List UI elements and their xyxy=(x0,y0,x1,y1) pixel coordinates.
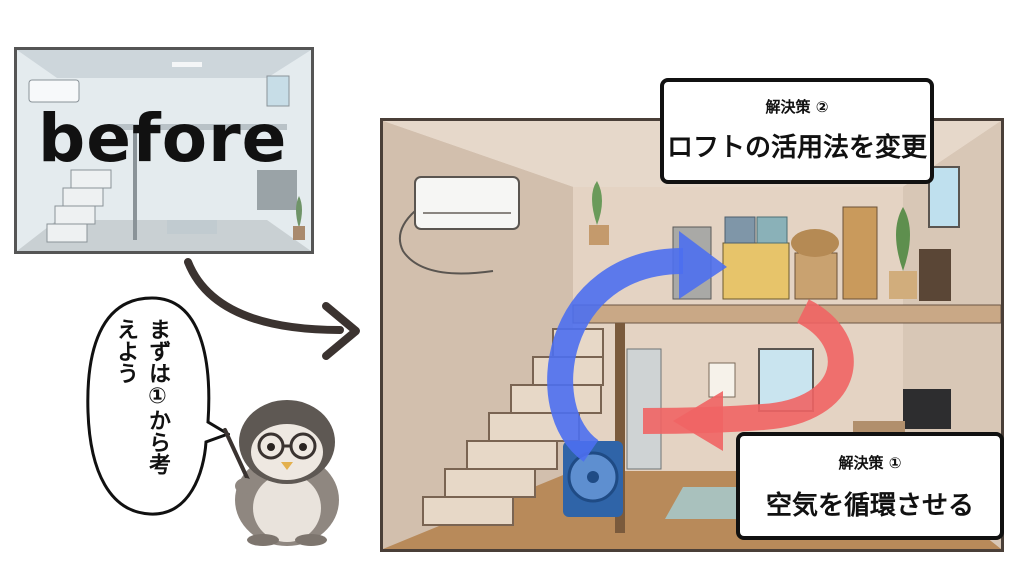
solution-1-number: 解決策 ① xyxy=(838,454,902,472)
loft-room-drawing xyxy=(383,121,1001,549)
solution-1-callout: 解決策 ① 空気を循環させる xyxy=(736,432,1004,540)
before-room-illustration xyxy=(17,50,311,251)
speech-bubble-text: まずは①から考えよう xyxy=(113,318,170,475)
before-label: before xyxy=(38,100,288,177)
solution-2-callout: 解決策 ② ロフトの活用法を変更 xyxy=(660,78,934,184)
solution-2-number: 解決策 ② xyxy=(765,98,829,116)
solution-2-title: ロフトの活用法を変更 xyxy=(666,133,927,163)
before-thumbnail xyxy=(14,47,314,254)
solution-1-title: 空気を循環させる xyxy=(765,491,974,521)
penguin-mascot xyxy=(223,400,339,546)
speech-bubble xyxy=(86,296,230,516)
room-illustration xyxy=(380,118,1004,552)
